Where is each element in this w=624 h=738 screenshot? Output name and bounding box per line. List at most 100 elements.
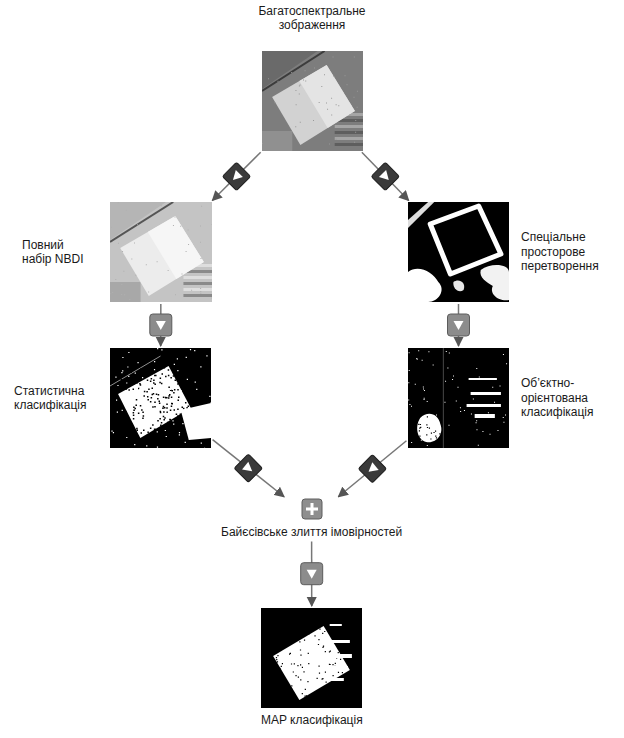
node-caption: Багатоспектральне зображення [237, 4, 387, 33]
text-block: Статистична класифікація [14, 384, 96, 413]
drawing-part [365, 462, 378, 475]
thumbnail-image [408, 202, 509, 302]
thumbnail-image [408, 348, 509, 448]
drawing-part [475, 414, 495, 418]
drawing-part [443, 348, 444, 448]
image-node: MAP класифікація [261, 608, 363, 727]
arrow-button [301, 563, 323, 585]
drawing-part [222, 162, 250, 190]
drawing-part [229, 170, 242, 183]
node-caption: Статистична класифікація [14, 384, 96, 413]
drawing-part [330, 654, 352, 658]
image-node: Багатоспектральне зображення [237, 4, 387, 151]
drawing-part [418, 416, 440, 441]
drawing-part [272, 65, 355, 145]
drawing-part [148, 216, 204, 279]
drawing-part [334, 131, 362, 134]
drawing-part [120, 216, 204, 296]
drawing-part [332, 640, 350, 643]
drawing-part [408, 269, 442, 302]
thumbnail-image [110, 348, 211, 448]
flow-connector [213, 440, 285, 497]
image-node: Повний набір NBDI [22, 202, 212, 302]
drawing-part [299, 65, 355, 128]
drawing-part [334, 666, 348, 671]
node-caption: MAP класифікація [261, 713, 363, 727]
drawing-part [430, 206, 501, 274]
node-caption: Байєсівське злиття імовірностей [221, 525, 402, 539]
text-block: Байєсівське злиття імовірностей [221, 525, 402, 539]
drawing-part [469, 378, 497, 380]
drawing-part [110, 202, 212, 300]
text-block: MAP класифікація [261, 713, 363, 727]
drawing-part [262, 51, 363, 151]
drawing-part [408, 348, 509, 448]
flow-connector [212, 152, 260, 200]
arrow-button [448, 314, 470, 336]
drawing-part [234, 454, 262, 482]
drawing-part [183, 288, 212, 291]
drawing-part [242, 462, 255, 475]
drawing-part [306, 508, 318, 511]
drawing-part [150, 314, 172, 336]
node-caption: Об’єктно-орієнтована класифікація [521, 376, 615, 419]
thumbnail-image [261, 608, 362, 708]
fusion-node: Байєсівське злиття імовірностей [221, 498, 402, 539]
drawing-part [480, 265, 509, 300]
node-caption: Спеціальне просторове перетворення [521, 230, 615, 273]
drawing-part [183, 294, 212, 297]
drawing-part [181, 403, 211, 440]
drawing-part [301, 563, 323, 585]
drawing-part [334, 143, 362, 146]
drawing-part [334, 137, 362, 140]
drawing-part [454, 321, 464, 330]
drawing-part [110, 282, 141, 302]
arrow-button [222, 162, 250, 190]
drawing-part [379, 170, 392, 183]
arrow-button [234, 454, 262, 482]
drawing-part [273, 626, 350, 700]
flow-connector [338, 441, 406, 497]
drawing-part [330, 624, 342, 626]
drawing-part [273, 627, 350, 700]
text-block: Багатоспектральне зображення [237, 4, 387, 33]
drawing-part [261, 608, 362, 708]
text-block: Спеціальне просторове перетворення [521, 230, 615, 273]
flow-connector [362, 152, 409, 200]
arrow-button [371, 162, 399, 190]
arrow-button [150, 314, 172, 336]
drawing-part [328, 678, 344, 681]
drawing-part [408, 350, 507, 446]
drawing-part [118, 366, 192, 439]
plus-button [301, 498, 323, 520]
drawing-part [453, 280, 464, 291]
drawing-part [307, 570, 317, 579]
node-caption: Повний набір NBDI [22, 238, 84, 267]
drawing-part [302, 499, 322, 519]
thumbnail-image [110, 202, 212, 302]
thumbnail-image [262, 51, 363, 151]
image-node: Спеціальне просторове перетворення [408, 202, 615, 302]
drawing-part [417, 414, 441, 443]
drawing-part [371, 162, 399, 190]
drawing-part [156, 321, 166, 330]
drawing-part [471, 392, 501, 395]
drawing-part [358, 455, 386, 483]
drawing-part [448, 314, 470, 336]
drawing-part [110, 202, 212, 302]
drawing-part [408, 202, 509, 302]
drawing-part [262, 131, 292, 151]
text-block: Повний набір NBDI [22, 238, 84, 267]
drawing-part [334, 125, 362, 128]
drawing-part [262, 56, 358, 144]
drawing-part [467, 404, 501, 407]
drawing-part [183, 276, 212, 279]
drawing-part [111, 348, 211, 448]
text-block: Об’єктно-орієнтована класифікація [521, 376, 615, 419]
image-node: Статистична класифікація [14, 348, 211, 448]
arrow-button [358, 455, 386, 483]
image-node: Об’єктно-орієнтована класифікація [408, 348, 615, 448]
drawing-part [110, 348, 211, 448]
drawing-part [183, 282, 212, 285]
